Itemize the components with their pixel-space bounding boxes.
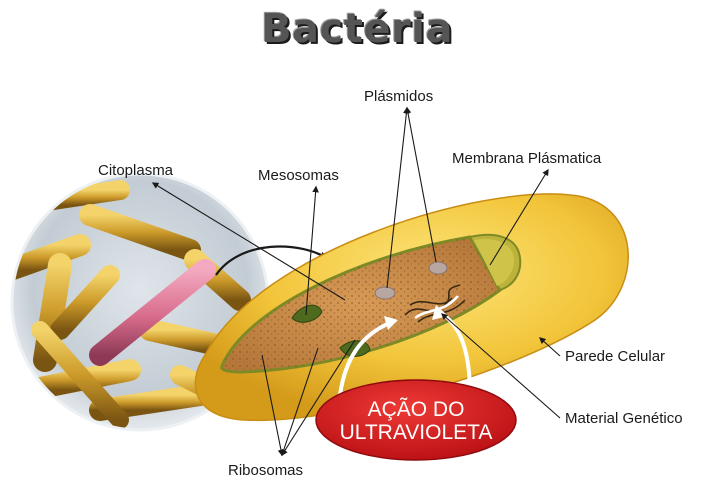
plasmid bbox=[375, 287, 395, 299]
label-citoplasma: Citoplasma bbox=[98, 162, 173, 179]
uv-line-1: AÇÃO DO bbox=[318, 398, 514, 421]
label-parede: Parede Celular bbox=[565, 348, 665, 365]
uv-badge-text: AÇÃO DO ULTRAVIOLETA bbox=[318, 398, 514, 444]
uv-line-2: ULTRAVIOLETA bbox=[318, 421, 514, 444]
label-material: Material Genético bbox=[565, 410, 683, 427]
plasmid bbox=[429, 262, 447, 274]
label-mesosomas: Mesosomas bbox=[258, 167, 339, 184]
label-plasmidos: Plásmidos bbox=[364, 88, 433, 105]
label-ribosomas: Ribosomas bbox=[228, 462, 303, 479]
label-membrana: Membrana Plásmatica bbox=[452, 150, 601, 167]
